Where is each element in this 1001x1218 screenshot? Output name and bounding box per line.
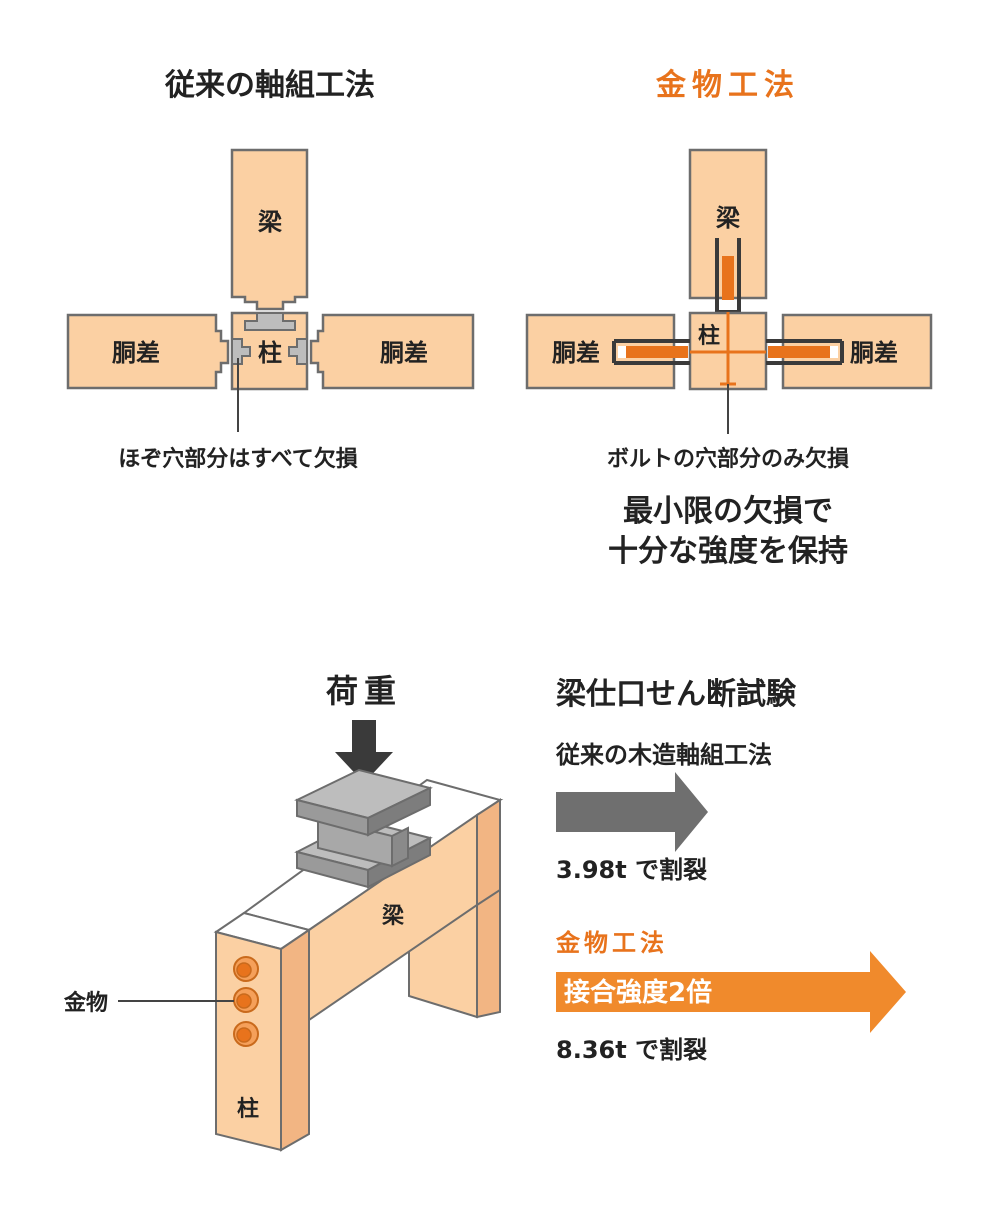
post-side-face [280, 928, 310, 1152]
metal-title: 金物工法 [655, 68, 800, 103]
beam-label: 梁 [381, 904, 404, 929]
metal-arrow-text: 接合強度2倍 [564, 977, 712, 1008]
bolt-icon [233, 987, 259, 1013]
metal-summary-line2: 十分な強度を保持 [608, 534, 848, 569]
side-beam-right [309, 313, 475, 390]
conventional-title: 従来の軸組工法 [164, 68, 375, 103]
conventional-caption: ほぞ穴部分はすべて欠損 [118, 446, 359, 472]
beam-plate [722, 256, 734, 300]
bolt-icon [233, 956, 259, 982]
load-arrow [335, 720, 393, 783]
mortise-left [231, 338, 251, 365]
side-plate-left-gap [618, 346, 626, 358]
mortise-top [244, 312, 296, 331]
conventional-result: 3.98t で割裂 [556, 856, 707, 884]
side-beam-left-label: 胴差 [552, 339, 600, 367]
shear-test-results: 梁仕口せん断試験 従来の木造軸組工法 3.98t で割裂 金物工法 接合強度2倍… [555, 677, 906, 1064]
beam-end-face [476, 798, 501, 907]
steel-web-side [391, 826, 409, 868]
side-plate-left [626, 346, 688, 358]
beam-label: 梁 [715, 204, 740, 232]
post-label: 柱 [258, 339, 282, 367]
side-plate-right [768, 346, 830, 358]
side-beam-right-label: 胴差 [380, 339, 428, 367]
beam-label: 梁 [257, 208, 282, 236]
bolt-icon [233, 1021, 259, 1047]
test-title: 梁仕口せん断試験 [556, 677, 797, 712]
metal-joint-diagram: 金物工法 梁 柱 胴差 胴差 ボルトの穴部分のみ欠損 最小限の欠損で 十分な強度… [525, 68, 933, 569]
mortise-right [288, 338, 308, 365]
side-beam-left [66, 313, 230, 390]
metal-caption: ボルトの穴部分のみ欠損 [607, 446, 850, 472]
beam-block [230, 148, 309, 311]
metal-result: 8.36t で割裂 [556, 1036, 707, 1064]
metal-method-label: 金物工法 [555, 929, 668, 957]
metal-result-arrow [556, 951, 906, 1033]
conventional-joint-diagram: 従来の軸組工法 梁 柱 胴差 胴差 ほぞ穴部分はすべて欠損 [66, 68, 475, 472]
beam-plate-gap [722, 300, 734, 306]
side-plate-right-gap [830, 346, 838, 358]
conventional-result-arrow [556, 772, 708, 852]
load-label: 荷重 [326, 672, 402, 710]
side-slot-left [612, 339, 690, 365]
test-setup-illustration: 荷重 梁 [63, 672, 504, 1152]
side-beam-left-label: 胴差 [112, 339, 160, 367]
post-label: 柱 [698, 324, 720, 349]
hardware-label: 金物 [63, 990, 108, 1016]
conventional-method-label: 従来の木造軸組工法 [555, 741, 772, 769]
metal-summary-line1: 最小限の欠損で [623, 494, 833, 529]
side-beam-right-label: 胴差 [850, 339, 898, 367]
side-slot-right [766, 339, 844, 365]
post-label: 柱 [237, 1097, 259, 1122]
hardware-bolts [233, 956, 259, 1047]
steel-top-flange-side [367, 786, 431, 837]
